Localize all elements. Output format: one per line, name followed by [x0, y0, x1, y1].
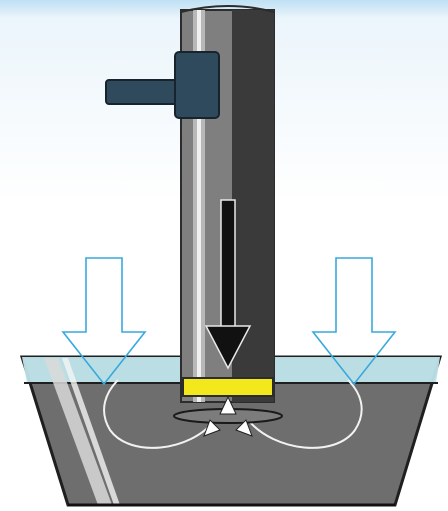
- up-arrow-icon: [219, 395, 237, 415]
- upward-arrows: [203, 395, 253, 437]
- tube-highlight: [197, 10, 201, 402]
- circulation-right: [247, 379, 363, 449]
- side-port-collar: [174, 51, 220, 119]
- hollow-down-arrow-icon: [61, 257, 147, 386]
- up-arrow-icon: [203, 419, 221, 437]
- tube-top-edge: [180, 5, 275, 13]
- vessel-glass-highlight-thin: [62, 358, 120, 505]
- filter-band: [182, 377, 274, 397]
- flow-arrow: [204, 199, 252, 370]
- down-arrow-icon: [204, 325, 252, 370]
- down-arrow-icon-shaft: [220, 199, 236, 331]
- circulation-lines: [103, 379, 363, 449]
- up-arrow-icon: [235, 419, 253, 437]
- vessel-glass-highlight: [44, 358, 112, 505]
- side-port: [105, 51, 220, 119]
- circulation-left: [103, 379, 216, 449]
- hollow-down-arrow-icon: [311, 257, 397, 386]
